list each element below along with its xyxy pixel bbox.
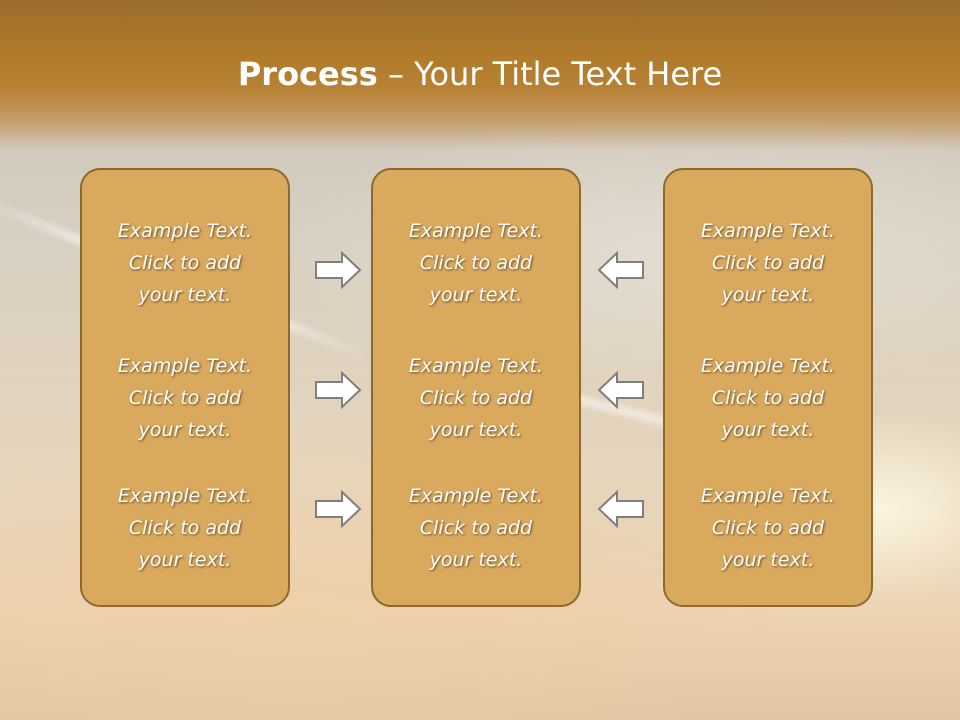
text-line: Example Text. — [408, 220, 544, 242]
text-placeholder[interactable]: Example Text. Click to add your text. — [82, 215, 288, 311]
text-placeholder[interactable]: Example Text. Click to add your text. — [373, 215, 579, 311]
text-placeholder[interactable]: Example Text. Click to add your text. — [665, 480, 871, 576]
text-line: your text. — [429, 549, 523, 571]
arrow-right-icon[interactable] — [314, 250, 362, 290]
text-placeholder[interactable]: Example Text. Click to add your text. — [373, 480, 579, 576]
slide-title-rest: – Your Title Text Here — [377, 55, 723, 93]
text-line: Click to add — [711, 387, 825, 409]
text-line: Example Text. — [700, 355, 836, 377]
text-line: your text. — [721, 549, 815, 571]
text-line: your text. — [138, 284, 232, 306]
text-line: Click to add — [419, 517, 533, 539]
text-line: Click to add — [128, 517, 242, 539]
text-placeholder[interactable]: Example Text. Click to add your text. — [665, 215, 871, 311]
text-line: your text. — [138, 419, 232, 441]
text-line: Click to add — [419, 252, 533, 274]
text-placeholder[interactable]: Example Text. Click to add your text. — [665, 350, 871, 446]
text-placeholder[interactable]: Example Text. Click to add your text. — [373, 350, 579, 446]
text-line: Example Text. — [117, 220, 253, 242]
text-placeholder[interactable]: Example Text. Click to add your text. — [82, 480, 288, 576]
text-line: Example Text. — [117, 485, 253, 507]
text-line: Example Text. — [408, 485, 544, 507]
text-line: Example Text. — [408, 355, 544, 377]
text-line: your text. — [721, 284, 815, 306]
title-banner — [0, 0, 960, 150]
text-line: Click to add — [419, 387, 533, 409]
arrow-left-icon[interactable] — [597, 489, 645, 529]
process-box-center[interactable]: Example Text. Click to add your text. Ex… — [371, 168, 581, 607]
text-line: Click to add — [128, 387, 242, 409]
arrow-right-icon[interactable] — [314, 370, 362, 410]
text-line: Click to add — [711, 517, 825, 539]
text-line: your text. — [429, 419, 523, 441]
text-line: your text. — [138, 549, 232, 571]
text-line: Click to add — [128, 252, 242, 274]
text-line: Example Text. — [117, 355, 253, 377]
slide-title-bold: Process — [237, 55, 378, 93]
process-box-right[interactable]: Example Text. Click to add your text. Ex… — [663, 168, 873, 607]
arrow-right-icon[interactable] — [314, 489, 362, 529]
text-line: Example Text. — [700, 220, 836, 242]
slide-title[interactable]: Process – Your Title Text Here — [0, 52, 960, 96]
text-line: your text. — [429, 284, 523, 306]
text-placeholder[interactable]: Example Text. Click to add your text. — [82, 350, 288, 446]
text-line: Click to add — [711, 252, 825, 274]
process-box-left[interactable]: Example Text. Click to add your text. Ex… — [80, 168, 290, 607]
arrow-left-icon[interactable] — [597, 370, 645, 410]
arrow-left-icon[interactable] — [597, 250, 645, 290]
text-line: Example Text. — [700, 485, 836, 507]
text-line: your text. — [721, 419, 815, 441]
